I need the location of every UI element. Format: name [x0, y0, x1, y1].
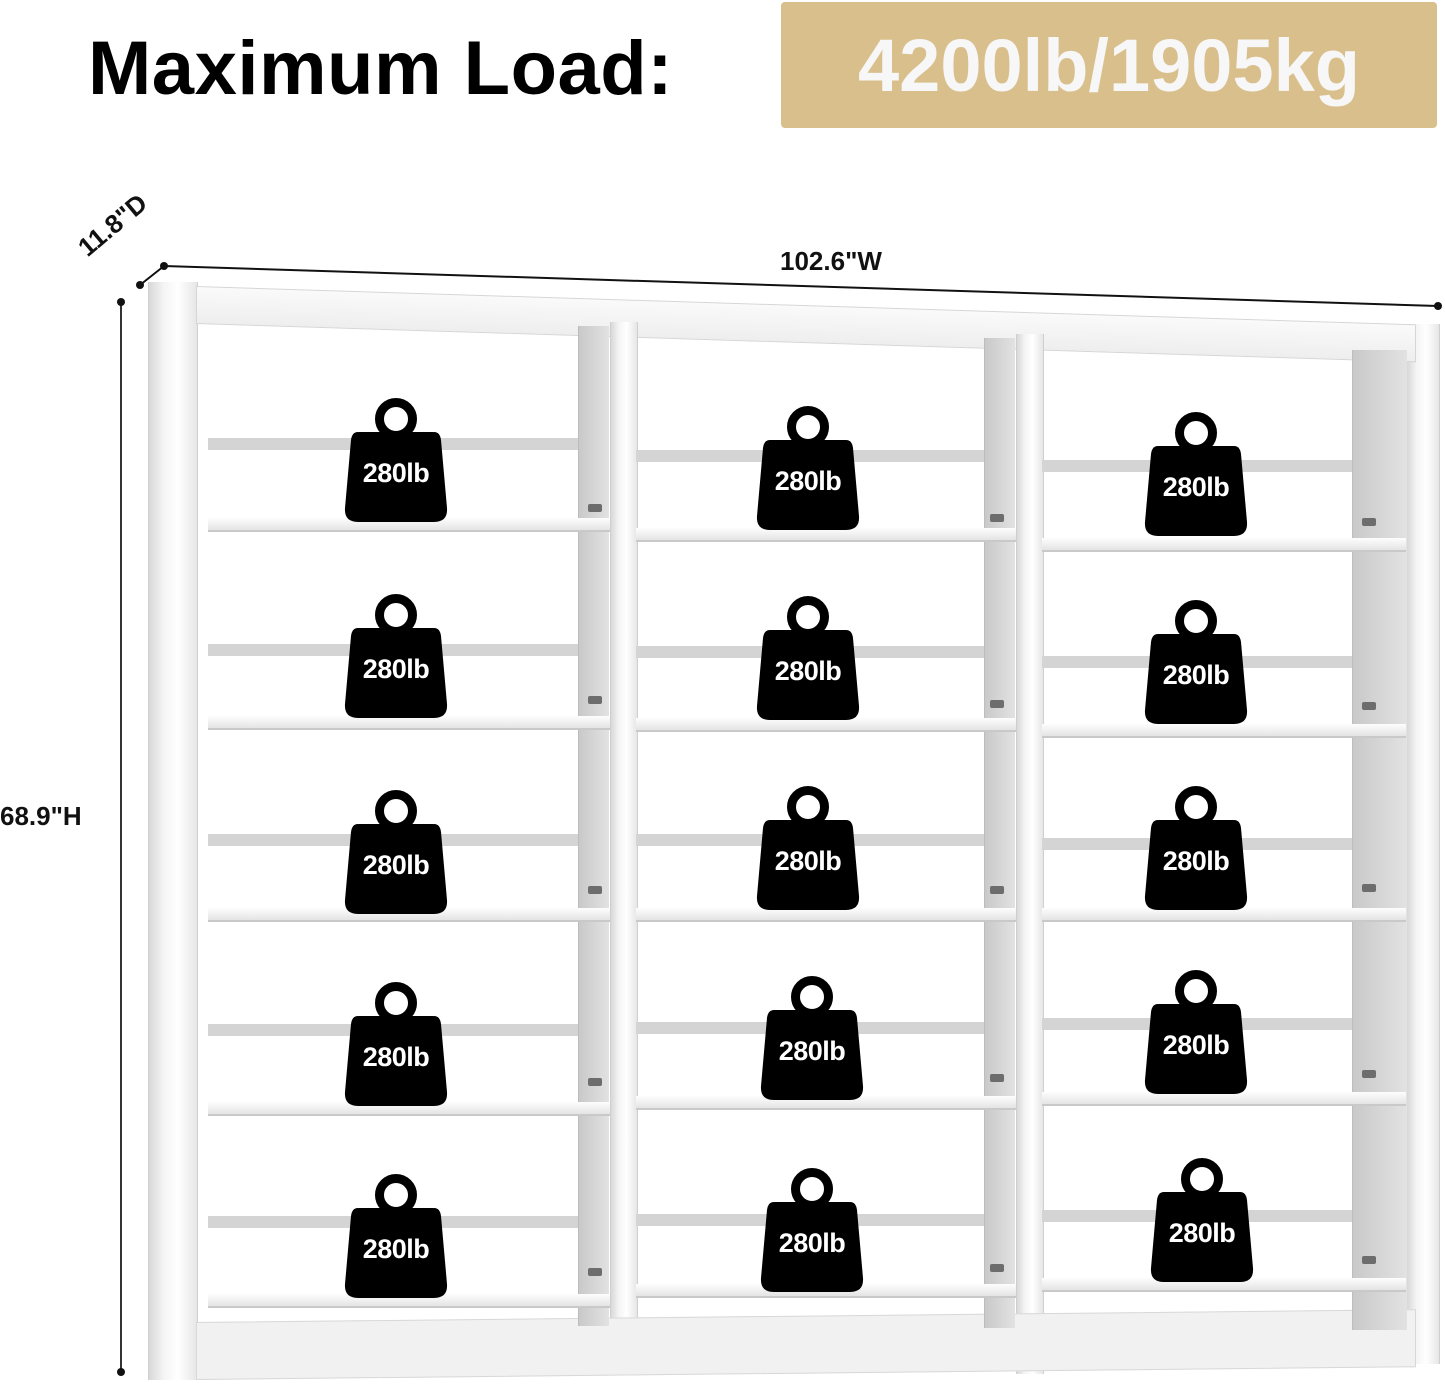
weight-icon	[344, 824, 448, 914]
weight-badge: 280lb	[756, 406, 860, 530]
bracket-slot	[1362, 1070, 1376, 1078]
weight-badge: 280lb	[344, 594, 448, 718]
weight-badge: 280lb	[1144, 412, 1248, 536]
shelf-load-label: 280lb	[774, 846, 842, 876]
shelf	[636, 528, 1016, 542]
weight-badge: 280lb	[1150, 1158, 1254, 1282]
bracket-slot	[990, 700, 1004, 708]
weight-icon	[1144, 634, 1248, 724]
weight-icon	[1144, 446, 1248, 536]
rear-bracket	[984, 338, 1015, 1328]
weight-badge: 280lb	[1144, 786, 1248, 910]
bracket-slot	[990, 1264, 1004, 1272]
weight-badge: 280lb	[344, 1174, 448, 1298]
weight-icon	[344, 1016, 448, 1106]
shelf-load-label: 280lb	[1168, 1218, 1236, 1248]
bracket-slot	[588, 504, 602, 512]
weight-icon	[1144, 1004, 1248, 1094]
shelf-load-label: 280lb	[774, 656, 842, 686]
weight-badge: 280lb	[1144, 600, 1248, 724]
weight-badge: 280lb	[756, 786, 860, 910]
weight-badge: 280lb	[1144, 970, 1248, 1094]
rear-bracket	[1352, 350, 1407, 1330]
shelf-load-label: 280lb	[1162, 660, 1230, 690]
weight-icon	[756, 630, 860, 720]
weight-badge: 280lb	[344, 790, 448, 914]
shelf	[208, 716, 610, 730]
shelf-load-label: 280lb	[1162, 472, 1230, 502]
bracket-slot	[990, 886, 1004, 894]
height-dimension-label: 68.9"H	[0, 801, 82, 831]
bracket-slot	[990, 1074, 1004, 1082]
shelf-load-label: 280lb	[362, 850, 430, 880]
weight-badge: 280lb	[344, 982, 448, 1106]
max-load-heading: Maximum Load:	[88, 25, 673, 111]
weight-icon	[1144, 820, 1248, 910]
bracket-slot	[1362, 702, 1376, 710]
bracket-slot	[1362, 1256, 1376, 1264]
shelf-load-label: 280lb	[362, 458, 430, 488]
weight-badge: 280lb	[756, 596, 860, 720]
weight-badge: 280lb	[344, 398, 448, 522]
shelf-load-label: 280lb	[362, 1234, 430, 1264]
weight-icon	[756, 820, 860, 910]
shelf-load-label: 280lb	[774, 466, 842, 496]
shelf	[1042, 1092, 1406, 1106]
weight-icon	[756, 440, 860, 530]
shelf	[1042, 538, 1406, 552]
weight-icon	[760, 1010, 864, 1100]
shelf-load-label: 280lb	[1162, 846, 1230, 876]
rear-bracket	[578, 326, 609, 1326]
shelf	[208, 908, 610, 922]
weight-icon	[1150, 1192, 1254, 1282]
shelving-unit	[148, 282, 1440, 1382]
max-load-badge: 4200lb/1905kg	[781, 2, 1437, 128]
shelf	[636, 1096, 1016, 1110]
shelf	[1042, 908, 1406, 922]
bracket-slot	[588, 696, 602, 704]
shelf-load-label: 280lb	[1162, 1030, 1230, 1060]
weight-icon	[344, 432, 448, 522]
weight-badge: 280lb	[760, 1168, 864, 1292]
shelf	[208, 1102, 610, 1116]
middle-post-2	[1016, 334, 1044, 1374]
shelf	[1042, 1278, 1406, 1292]
shelf	[1042, 724, 1406, 738]
bracket-slot	[588, 1268, 602, 1276]
shelf	[636, 718, 1016, 732]
left-side-post	[148, 282, 198, 1380]
width-dimension-label: 102.6"W	[780, 246, 882, 276]
middle-post-1	[610, 322, 638, 1372]
shelf-load-label: 280lb	[362, 1042, 430, 1072]
base-kickplate	[196, 1309, 1416, 1380]
weight-icon	[760, 1202, 864, 1292]
bracket-slot	[588, 1078, 602, 1086]
shelf	[636, 908, 1016, 922]
shelf	[208, 518, 610, 532]
top-frame	[196, 286, 1416, 363]
right-side-post	[1406, 324, 1440, 1364]
bracket-slot	[1362, 518, 1376, 526]
shelf-load-label: 280lb	[778, 1036, 846, 1066]
bracket-slot	[990, 514, 1004, 522]
shelf-load-label: 280lb	[362, 654, 430, 684]
weight-icon	[344, 1208, 448, 1298]
bracket-slot	[588, 886, 602, 894]
weight-icon	[344, 628, 448, 718]
shelf	[208, 1294, 610, 1308]
bracket-slot	[1362, 884, 1376, 892]
weight-badge: 280lb	[760, 976, 864, 1100]
shelf-load-label: 280lb	[778, 1228, 846, 1258]
